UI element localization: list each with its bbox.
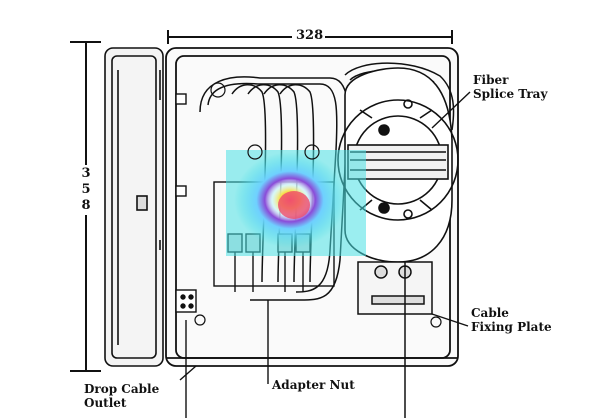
width-dimension-label: 328 [296,28,324,43]
width-dimension [167,30,453,44]
fiber-splice-tray [337,67,459,263]
adapter-nut-label: Adapter Nut [272,378,355,392]
height-dimension [70,41,101,372]
enclosure-door [104,47,164,367]
cable-fixing-plate [357,261,433,418]
screw-holes [194,82,442,328]
cable-fixing-plate-label-line2: Fixing Plate [471,320,552,334]
fiber-splice-tray-label-line2: Splice Tray [473,87,548,101]
drop-cable-outlet-label: Drop Cable Outlet [84,382,159,410]
height-digit: 3 [81,166,91,181]
cable-fixing-plate-label-line1: Cable [471,306,509,320]
leader-lines [179,91,471,418]
fiber-splice-tray-label-line1: Fiber [473,73,509,87]
height-digit: 8 [81,198,91,213]
hinge-tabs [175,93,197,313]
heatmap-overlay [226,150,366,256]
height-dimension-label: 3 5 8 [79,166,93,214]
drop-cable-outlet-label-line2: Outlet [84,396,127,410]
drop-cable-outlet-label-line1: Drop Cable [84,382,160,396]
cable-fixing-plate-label: Cable Fixing Plate [471,306,552,334]
height-digit: 5 [81,182,91,197]
fiber-splice-tray-label: Fiber Splice Tray [473,73,547,101]
